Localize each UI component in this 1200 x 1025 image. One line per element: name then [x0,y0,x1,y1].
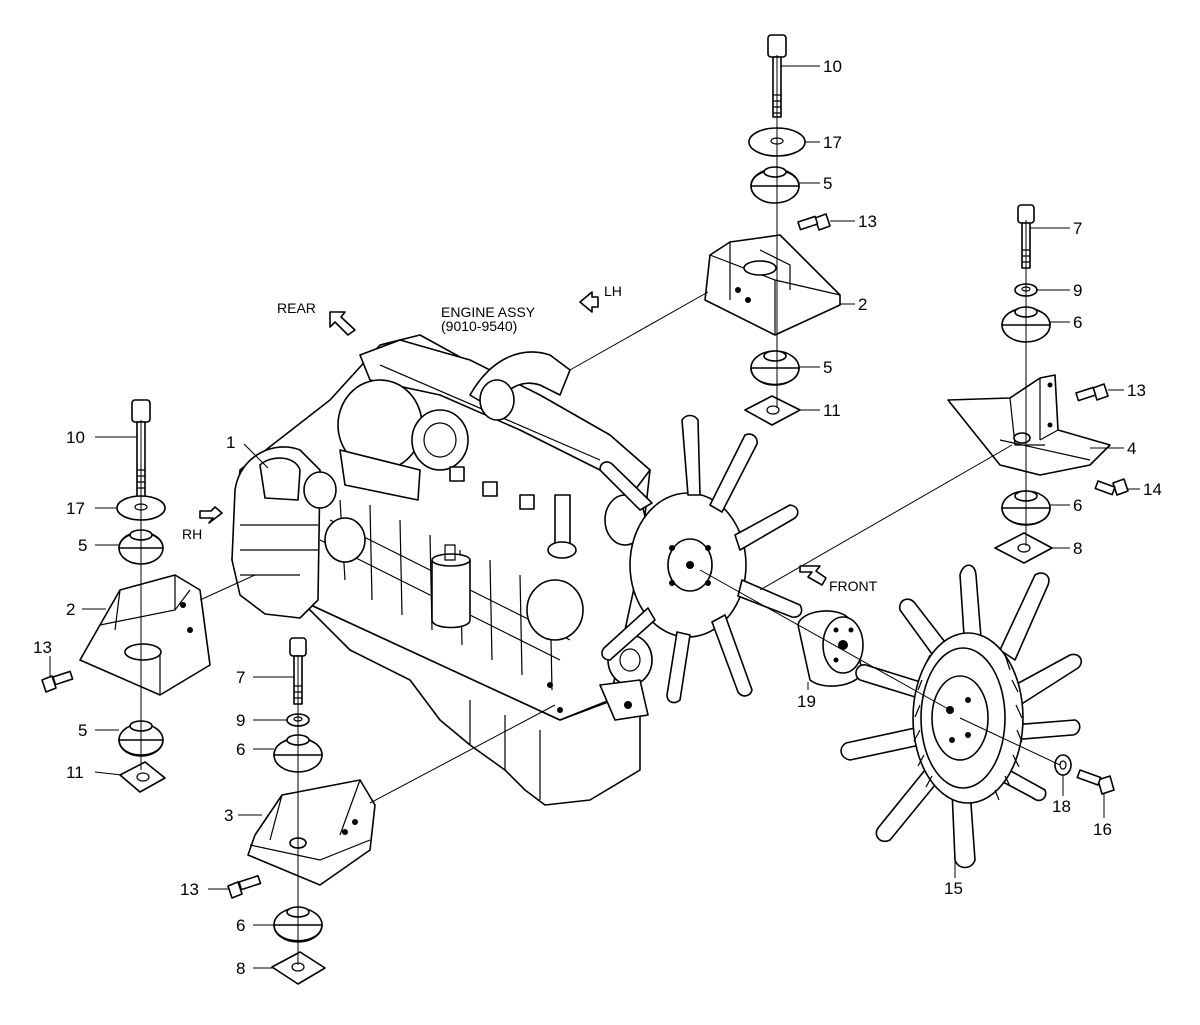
bracket-3 [247,779,376,886]
callout-10-right: 10 [823,57,842,76]
bracket-2-right [704,234,841,336]
callout-5-right-upper: 5 [823,174,832,193]
note-rh: RH [182,526,202,542]
callout-14: 14 [1143,480,1162,499]
callout-7-right: 7 [1073,219,1082,238]
bracket-2-left [79,574,211,696]
rubber-mount-5-right-lower [750,350,800,386]
callout-9-right: 9 [1073,281,1082,300]
bolt-14 [1094,478,1129,496]
assembly-lines [140,55,1061,965]
plate-11-left [119,761,166,793]
callout-9-lower: 9 [236,711,245,730]
callout-4: 4 [1127,439,1136,458]
bolt-13-lower [227,875,262,899]
callout-8-right: 8 [1073,539,1082,558]
bolt-16 [1076,769,1115,795]
callout-6-right-lower: 6 [1073,496,1082,515]
rh-rear-mount-stack [41,399,211,793]
callout-18: 18 [1052,797,1071,816]
callout-6-lower-upper: 6 [236,740,245,759]
rear-arrow [329,311,356,336]
lh-rear-mount-stack [704,34,841,426]
callout-5-right-lower: 5 [823,358,832,377]
fan-spacer-19 [797,610,864,687]
callout-1: 1 [226,433,235,452]
callout-leaders [49,65,1140,969]
callout-11-right: 11 [823,401,841,420]
note-lh: LH [604,283,622,299]
callout-19: 19 [797,692,816,711]
callout-2-left: 2 [66,600,75,619]
callout-13-right-upper: 13 [858,212,877,231]
bracket-4 [947,374,1111,476]
callout-13-right: 13 [1127,381,1146,400]
callout-6-lower-lower: 6 [236,916,245,935]
front-arrow [799,565,827,586]
cooling-fan-15 [840,564,1082,869]
callout-16: 16 [1093,820,1112,839]
callout-5-left-upper: 5 [78,536,87,555]
plate-11-right [744,395,801,426]
callout-6-right-upper: 6 [1073,313,1082,332]
engine-assembly [231,334,803,806]
note-engine-assy: ENGINE ASSY [441,304,536,320]
callout-2-right: 2 [858,295,867,314]
bolt-13-right [1075,383,1109,402]
note-front: FRONT [829,578,878,594]
callout-8-lower: 8 [236,959,245,978]
callout-13-lower: 13 [180,880,199,899]
callout-numbers: 1 2 2 3 4 5 5 5 5 6 6 6 6 7 7 8 8 9 9 10… [33,57,1162,978]
note-rear: REAR [277,300,316,316]
plate-8-right [994,532,1053,564]
callout-7-lower: 7 [236,668,245,687]
rh-front-mount-stack [227,637,376,985]
note-engine-range: (9010-9540) [441,318,517,334]
callout-15: 15 [944,879,963,898]
callout-5-left-lower: 5 [78,721,87,740]
washer-18 [1054,754,1072,776]
rh-arrow [199,506,223,524]
bolt-13-right-upper [797,213,831,231]
bolt-13-left [41,670,74,693]
callout-3: 3 [224,806,233,825]
lh-arrow [579,291,599,313]
rubber-mount-5-right-upper [750,166,800,204]
callout-10-left: 10 [66,428,85,447]
callout-17-left: 17 [66,499,85,518]
lh-front-mount-stack [947,204,1129,564]
callout-17-right: 17 [823,133,842,152]
callout-13-left: 13 [33,638,52,657]
callout-11-left: 11 [66,763,84,782]
